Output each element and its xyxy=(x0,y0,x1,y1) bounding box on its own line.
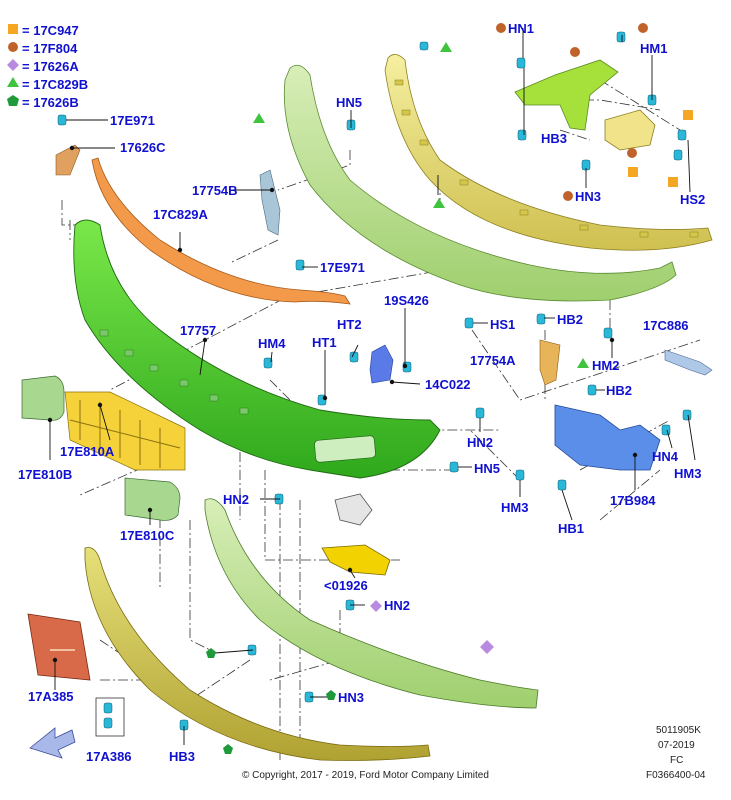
upper-cover xyxy=(283,64,677,302)
label-hn2-mid: HN2 xyxy=(467,435,494,450)
tow-hook xyxy=(334,493,373,526)
upper-reinforcement xyxy=(384,54,713,251)
legend-item-17626a: = 17626A xyxy=(22,59,79,74)
label-hb1: HB1 xyxy=(558,521,585,536)
label-hm3-right: HM3 xyxy=(674,466,702,481)
legend-item-17626b: = 17626B xyxy=(22,95,79,110)
part-01926 xyxy=(321,544,391,576)
label-17626c: 17626C xyxy=(120,140,166,155)
label-ht1: HT1 xyxy=(312,335,337,350)
label-hs1: HS1 xyxy=(490,317,516,332)
label-17c829a: 17C829A xyxy=(153,207,208,222)
part-14c022 xyxy=(369,344,394,384)
cover-17e810b xyxy=(21,375,65,421)
label-ht2: HT2 xyxy=(337,317,362,332)
bracket-upper-right xyxy=(604,109,656,151)
fastener-group-box xyxy=(95,697,125,737)
bracket-17754b xyxy=(259,169,281,236)
label-hb2-mid: HB2 xyxy=(606,383,633,398)
label-hn2-left: HN2 xyxy=(223,492,250,507)
ref-date: 07-2019 xyxy=(658,740,695,751)
label-17b984: 17B984 xyxy=(610,493,656,508)
label-17c886: 17C886 xyxy=(643,318,689,333)
label-17a386: 17A386 xyxy=(86,749,132,764)
label-17e810a: 17E810A xyxy=(60,444,115,459)
label-hn3-low: HN3 xyxy=(338,690,365,705)
ref-number: 5011905K xyxy=(656,725,701,736)
label-17e810b: 17E810B xyxy=(18,467,73,482)
grille-17e810a xyxy=(64,391,186,471)
label-17a385: 17A385 xyxy=(28,689,74,704)
label-hn5-top: HN5 xyxy=(336,95,363,110)
label-17754b: 17754B xyxy=(192,183,238,198)
label-hb3-low: HB3 xyxy=(169,749,196,764)
label-hn5-mid: HN5 xyxy=(474,461,501,476)
label-hs2: HS2 xyxy=(680,192,706,207)
legend-symbols xyxy=(7,24,19,106)
copyright: © Copyright, 2017 - 2019, Ford Motor Com… xyxy=(242,770,489,781)
legend-item-17c829b: = 17C829B xyxy=(22,77,89,92)
label-hm4: HM4 xyxy=(258,336,286,351)
label-hm2: HM2 xyxy=(592,358,620,373)
leader-lines xyxy=(49,28,696,745)
bracket-17754a xyxy=(539,339,561,386)
part-17626c xyxy=(55,144,81,176)
label-hb2-top: HB2 xyxy=(557,312,584,327)
legend-item-17c947: = 17C947 xyxy=(22,23,79,38)
label-hn4: HN4 xyxy=(652,449,679,464)
label-01926: <01926 xyxy=(324,578,368,593)
license-bracket-17a385 xyxy=(27,613,91,681)
label-14c022: 14C022 xyxy=(425,377,471,392)
legend-item-17f804: = 17F804 xyxy=(22,41,78,56)
label-hn1: HN1 xyxy=(508,21,535,36)
lower-valance xyxy=(84,547,431,761)
fastener-icons xyxy=(57,31,692,731)
lower-deflector xyxy=(204,498,539,709)
cover-17e810c xyxy=(124,477,181,521)
label-17e971-mid: 17E971 xyxy=(320,260,365,275)
trim-strip-17c829a xyxy=(91,157,351,305)
label-hn3-top: HN3 xyxy=(575,189,602,204)
bumper-17757 xyxy=(73,219,441,479)
ref-figure-id: F0366400-04 xyxy=(646,770,706,781)
label-17754a: 17754A xyxy=(470,353,516,368)
label-hm3-left: HM3 xyxy=(501,500,529,515)
front-direction-arrow xyxy=(29,727,76,759)
label-17757: 17757 xyxy=(180,323,217,338)
bracket-upper-left xyxy=(514,59,619,131)
ref-code: FC xyxy=(670,755,684,766)
label-hm1: HM1 xyxy=(640,41,668,56)
label-hb3-top: HB3 xyxy=(541,131,568,146)
bracket-17b984 xyxy=(554,404,661,471)
label-19s426: 19S426 xyxy=(384,293,429,308)
label-17e810c: 17E810C xyxy=(120,528,175,543)
label-hn2-low: HN2 xyxy=(384,598,411,613)
label-17e971-top: 17E971 xyxy=(110,113,155,128)
callout-symbols xyxy=(206,23,693,754)
bracket-17c886 xyxy=(664,349,713,376)
